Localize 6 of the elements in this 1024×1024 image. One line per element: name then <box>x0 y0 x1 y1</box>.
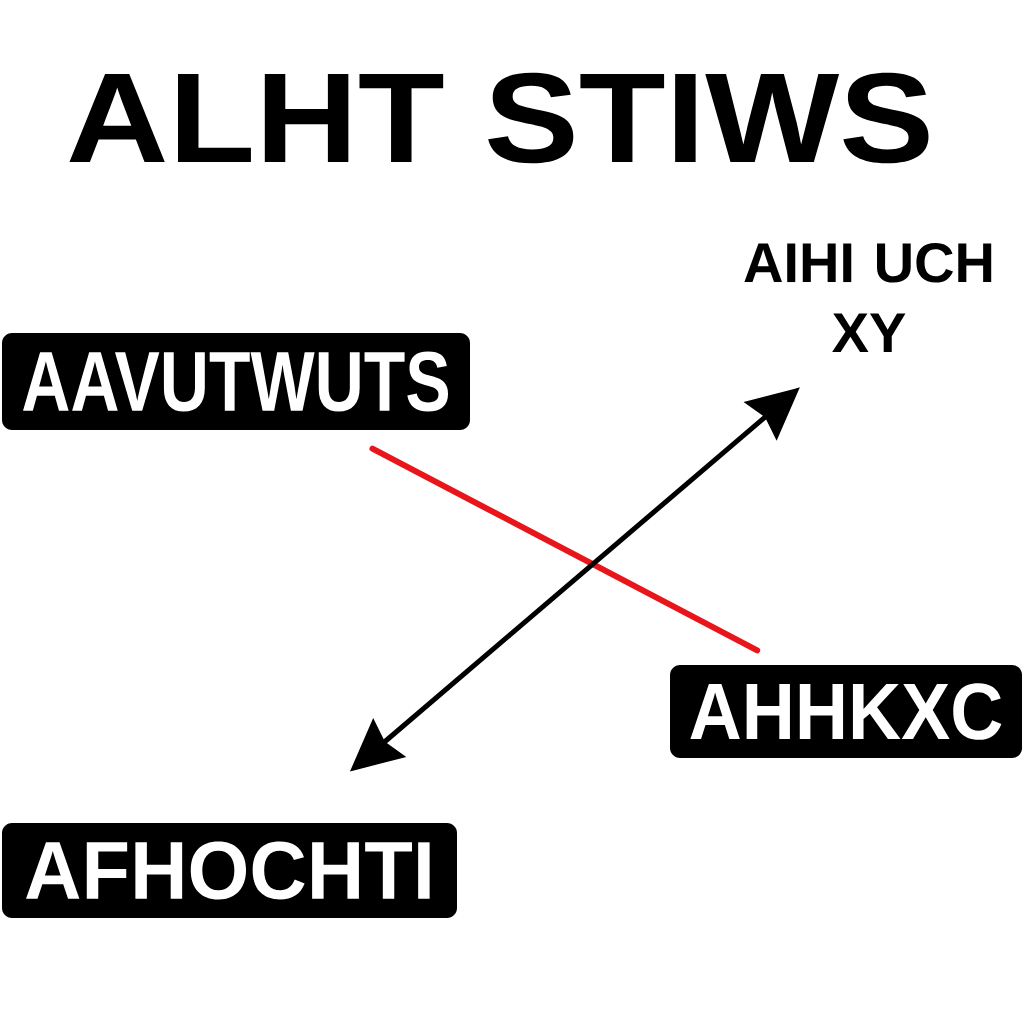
label-box: AAVUTWUTS <box>2 333 470 430</box>
title: ALHT STIWS <box>69 72 929 164</box>
label-box: AHHKXC <box>670 665 1022 758</box>
text-label: AIHI UCH XY <box>744 242 992 353</box>
label-box: AFHOCHTI <box>2 823 457 918</box>
connector-line <box>369 445 761 654</box>
